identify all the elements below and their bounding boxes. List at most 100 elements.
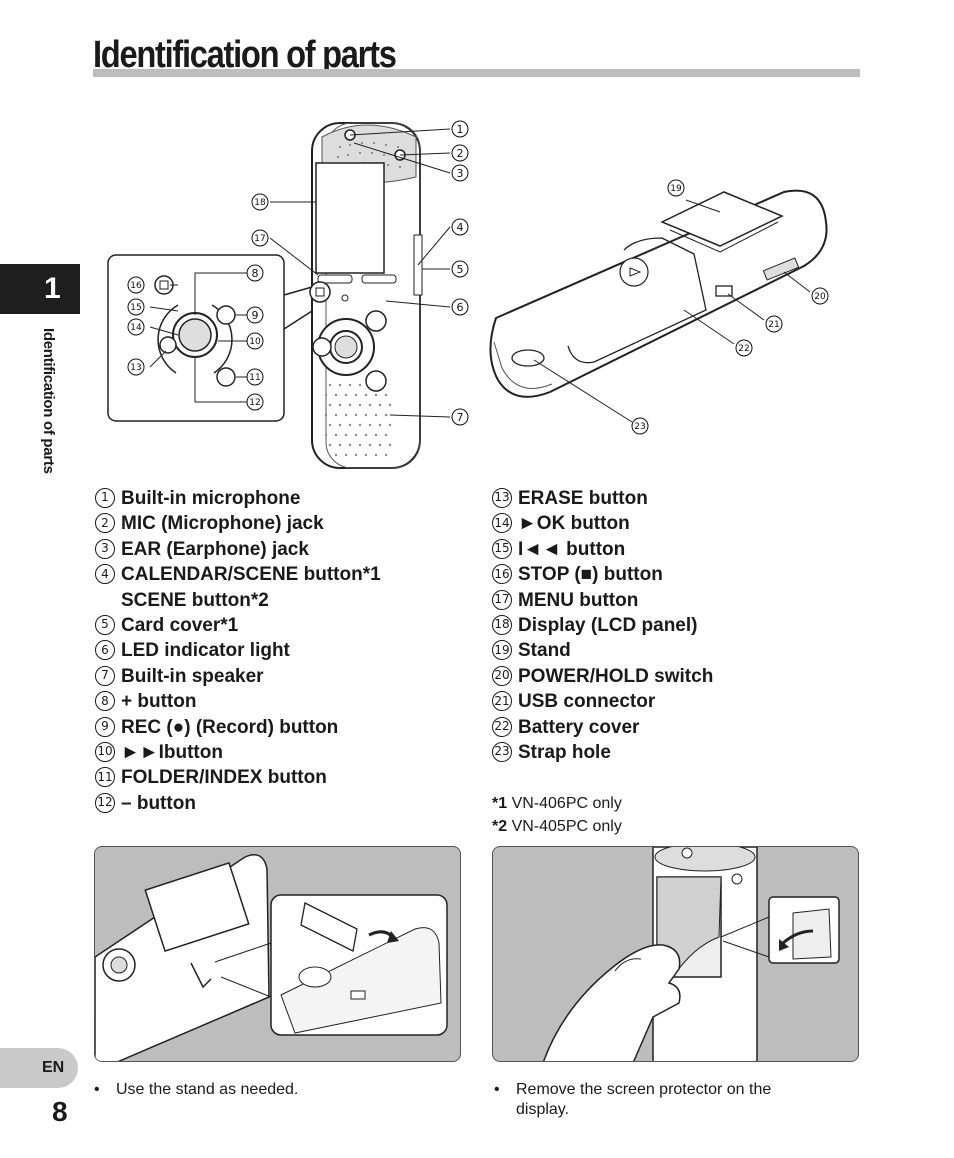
svg-text:15: 15	[130, 303, 141, 313]
stand-illustration	[94, 846, 461, 1062]
part-item: 14 ►OK button	[492, 511, 713, 536]
part-label: Battery cover	[518, 716, 640, 738]
part-number: 6	[95, 640, 115, 661]
page-number: 8	[52, 1096, 68, 1127]
part-number: 3	[95, 538, 115, 559]
svg-text:10: 10	[249, 337, 261, 347]
part-label: MIC (Microphone) jack	[121, 513, 324, 535]
part-label: – button	[121, 792, 196, 814]
part-number: 10	[95, 742, 115, 763]
part-item: 16 STOP (■) button	[492, 562, 713, 587]
speaker-grill	[324, 383, 392, 457]
part-item: 22 Battery cover	[492, 715, 713, 740]
svg-text:7: 7	[457, 411, 464, 424]
part-number: 9	[95, 716, 115, 737]
svg-text:4: 4	[457, 221, 464, 234]
part-label: Strap hole	[518, 742, 611, 764]
callout-21: 21	[765, 315, 783, 333]
part-label-line2: SCENE button*2	[121, 589, 269, 611]
strap-hole	[511, 349, 545, 367]
svg-text:20: 20	[814, 292, 826, 302]
language-code: EN	[42, 1059, 65, 1076]
caption-screen-protector: • Remove the screen protector on the dis…	[494, 1081, 772, 1118]
part-item: 13 ERASE button	[492, 486, 713, 511]
svg-text:3: 3	[457, 167, 464, 180]
part-number: 22	[492, 716, 512, 737]
callout-9: 9	[246, 306, 264, 324]
part-item: 11 FOLDER/INDEX button	[95, 765, 381, 790]
callout-1: 1	[451, 120, 469, 138]
part-number: 20	[492, 665, 512, 686]
part-number: 19	[492, 640, 512, 661]
callout-11: 11	[246, 368, 264, 386]
screen-protector-illustration	[492, 846, 859, 1062]
footnote-2: *2 VN-405PC only	[492, 818, 622, 835]
part-label: USB connector	[518, 691, 656, 713]
part-item: 21 USB connector	[492, 689, 713, 714]
svg-text:22: 22	[738, 344, 749, 354]
callout-4: 4	[451, 218, 469, 236]
part-label: FOLDER/INDEX button	[121, 767, 327, 789]
callout-3: 3	[451, 164, 469, 182]
part-label: Built-in speaker	[121, 665, 264, 687]
battery-cover	[567, 237, 707, 364]
part-number: 5	[95, 615, 115, 636]
svg-text:13: 13	[130, 363, 141, 373]
part-item: 8+ button	[95, 689, 381, 714]
callout-7: 7	[451, 408, 469, 426]
svg-text:5: 5	[457, 263, 464, 276]
part-item: 12 – button	[95, 791, 381, 816]
part-item: 20 POWER/HOLD switch	[492, 664, 713, 689]
callout-2: 2	[451, 144, 469, 162]
part-item: 3 EAR (Earphone) jack	[95, 537, 381, 562]
part-label: I◄◄ button	[518, 538, 626, 560]
callout-19: 19	[667, 179, 685, 197]
footnote-1: *1 VN-406PC only	[492, 795, 622, 812]
svg-text:17: 17	[254, 234, 265, 244]
part-item: 7 Built-in speaker	[95, 664, 381, 689]
part-label: STOP (■) button	[518, 564, 663, 586]
part-number: 15	[492, 538, 512, 559]
part-number: 11	[95, 767, 115, 788]
callout-22: 22	[735, 339, 753, 357]
callout-5: 5	[451, 260, 469, 278]
svg-text:9: 9	[252, 309, 259, 322]
part-number: 14	[492, 513, 512, 534]
svg-text:19: 19	[670, 184, 682, 194]
part-item: 2 MIC (Microphone) jack	[95, 511, 381, 536]
callout-20: 20	[811, 287, 829, 305]
chapter-number: 1	[44, 272, 61, 305]
svg-text:18: 18	[254, 198, 266, 208]
callout-17: 17	[251, 229, 269, 247]
part-number: 16	[492, 564, 512, 585]
recorder-rear-diagram: 19 20 21 22 23	[489, 179, 829, 435]
caption-stand: • Use the stand as needed.	[94, 1081, 299, 1098]
callout-14: 14	[127, 318, 145, 336]
part-label: ►OK button	[518, 513, 630, 535]
part-number: 2	[95, 513, 115, 534]
callout-15: 15	[127, 298, 145, 316]
part-label: Stand	[518, 640, 571, 662]
part-number: 21	[492, 691, 512, 712]
part-number: 12	[95, 792, 115, 813]
part-number: 7	[95, 665, 115, 686]
part-label: EAR (Earphone) jack	[121, 538, 309, 560]
usb-connector	[715, 285, 733, 297]
part-number: 13	[492, 488, 512, 508]
power-hold-switch	[762, 257, 800, 281]
callout-12: 12	[246, 393, 264, 411]
part-label: ERASE button	[518, 488, 648, 509]
part-label: POWER/HOLD switch	[518, 665, 714, 687]
svg-text:23: 23	[634, 422, 645, 432]
callout-23: 23	[631, 417, 649, 435]
svg-text:11: 11	[249, 373, 260, 383]
part-label: Display (LCD panel)	[518, 615, 698, 637]
